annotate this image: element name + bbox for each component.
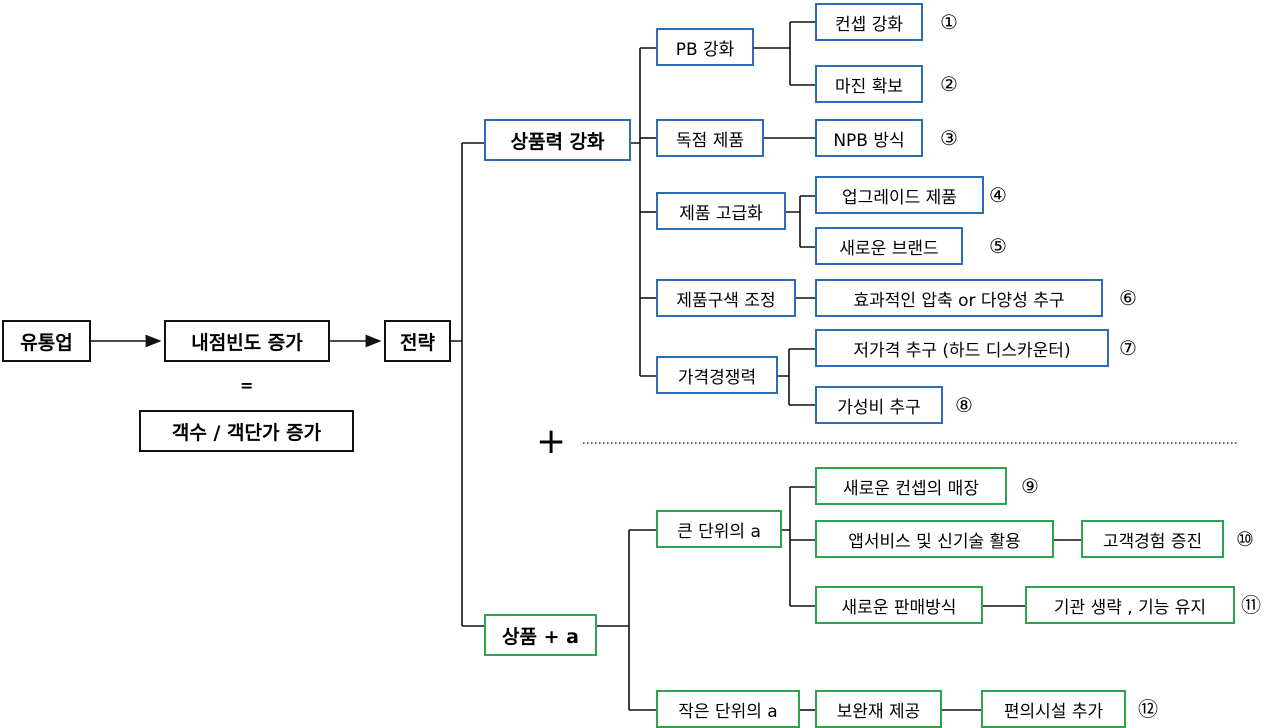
price-comp-label: 가격경쟁력	[677, 367, 757, 388]
new-sales-label: 새로운 판매방식	[841, 597, 957, 618]
marker-6: ⑥	[1119, 286, 1137, 310]
small-a-box: 작은 단위의 a	[656, 690, 800, 728]
product-power-box: 상품력 강화	[484, 119, 631, 161]
value-label: 가성비 추구	[837, 397, 921, 418]
func-keep-label: 기관 생략 , 기능 유지	[1053, 597, 1207, 618]
new-brand-box: 새로운 브랜드	[815, 227, 963, 265]
func-keep-box: 기관 생략 , 기능 유지	[1025, 586, 1235, 624]
assortment-label: 제품구색 조정	[676, 290, 776, 311]
strategy-box: 전략	[384, 320, 451, 362]
convenience-label: 편의시설 추가	[1003, 701, 1104, 722]
industry-label: 유통업	[20, 331, 73, 354]
marker-11: ⑪	[1241, 593, 1261, 617]
npb-box: NPB 방식	[815, 119, 923, 157]
customers-price-label: 객수 / 객단가 증가	[171, 421, 322, 444]
upgrade-box: 업그레이드 제품	[815, 176, 984, 214]
efficient-label: 효과적인 압축 or 다양성 추구	[853, 290, 1065, 311]
product-plus-label: 상품 + a	[502, 625, 579, 648]
app-tech-box: 앱서비스 및 신기술 활용	[815, 520, 1054, 558]
low-price-label: 저가격 추구 (하드 디스카운터)	[853, 340, 1071, 361]
value-box: 가성비 추구	[815, 386, 943, 424]
efficient-box: 효과적인 압축 or 다양성 추구	[815, 279, 1103, 317]
app-tech-label: 앱서비스 및 신기술 활용	[848, 531, 1021, 552]
marker-2: ②	[940, 72, 958, 96]
pb-label: PB 강화	[675, 39, 735, 60]
big-a-label: 큰 단위의 a	[677, 521, 761, 542]
concept-box: 컨셉 강화	[815, 3, 923, 41]
marker-4: ④	[989, 183, 1007, 207]
exclusive-label: 독점 제품	[676, 130, 744, 151]
product-power-label: 상품력 강화	[510, 130, 605, 153]
new-store-label: 새로운 컨셉의 매장	[843, 478, 979, 499]
margin-box: 마진 확보	[815, 65, 923, 103]
new-store-box: 새로운 컨셉의 매장	[815, 467, 1007, 505]
premium-box: 제품 고급화	[656, 192, 786, 230]
marker-8: ⑧	[955, 393, 973, 417]
marker-5: ⑤	[989, 234, 1007, 258]
price-comp-box: 가격경쟁력	[656, 356, 778, 394]
upgrade-label: 업그레이드 제품	[842, 187, 957, 208]
marker-12: ⑫	[1138, 697, 1158, 721]
cx-label: 고객경험 증진	[1102, 531, 1203, 552]
marker-7: ⑦	[1119, 336, 1137, 360]
industry-box: 유통업	[2, 320, 91, 362]
supplement-box: 보완재 제공	[815, 690, 942, 728]
product-plus-box: 상품 + a	[484, 614, 597, 656]
exclusive-box: 독점 제품	[656, 119, 764, 157]
small-a-label: 작은 단위의 a	[678, 701, 778, 722]
marker-1: ①	[940, 10, 958, 34]
new-sales-box: 새로운 판매방식	[815, 586, 983, 624]
equals-sign: =	[240, 376, 254, 395]
visit-increase-label: 내점빈도 증가	[191, 331, 303, 354]
convenience-box: 편의시설 추가	[981, 690, 1126, 728]
visit-increase-box: 내점빈도 증가	[164, 320, 330, 362]
marker-3: ③	[940, 126, 958, 150]
marker-10: ⑩	[1236, 527, 1254, 551]
new-brand-label: 새로운 브랜드	[839, 238, 939, 259]
strategy-label: 전략	[400, 331, 435, 354]
assortment-box: 제품구색 조정	[656, 279, 796, 317]
plus-sign: +	[536, 421, 567, 462]
customers-price-box: 객수 / 객단가 증가	[139, 410, 354, 452]
concept-label: 컨셉 강화	[835, 14, 903, 35]
premium-label: 제품 고급화	[679, 203, 763, 224]
cx-box: 고객경험 증진	[1081, 520, 1224, 558]
marker-9: ⑨	[1021, 474, 1039, 498]
margin-label: 마진 확보	[835, 76, 903, 97]
low-price-box: 저가격 추구 (하드 디스카운터)	[815, 329, 1109, 367]
supplement-label: 보완재 제공	[836, 701, 921, 722]
npb-label: NPB 방식	[833, 130, 905, 151]
pb-box: PB 강화	[656, 28, 754, 66]
big-a-box: 큰 단위의 a	[656, 510, 782, 548]
